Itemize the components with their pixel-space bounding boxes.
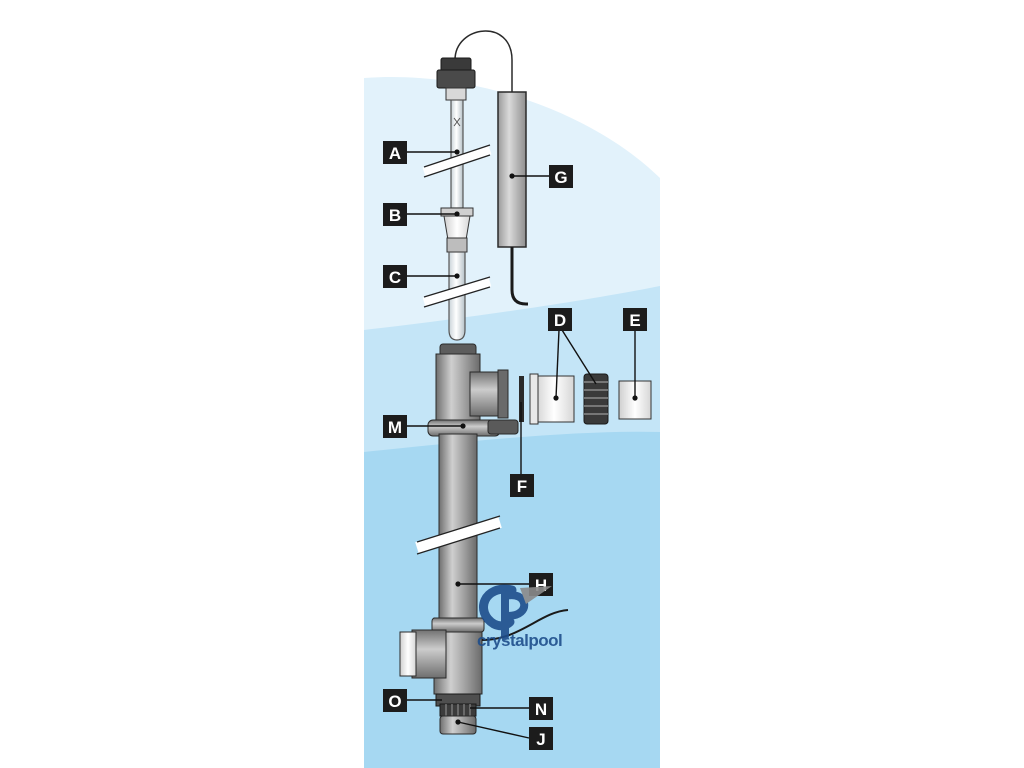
bottom-drain-j	[439, 715, 477, 735]
leader-d2	[561, 329, 597, 385]
label-g-text: G	[554, 168, 567, 187]
upper-outlet-ring	[497, 369, 509, 419]
dot-g	[509, 173, 515, 179]
union-nut	[583, 373, 609, 425]
chamber-cut-break	[415, 515, 502, 555]
dot-d	[553, 395, 559, 401]
dot-h	[455, 581, 461, 587]
label-f: F	[510, 474, 534, 497]
label-m-text: M	[388, 418, 402, 437]
cap-grip	[436, 69, 476, 89]
part-f-gasket	[519, 376, 524, 422]
label-g: G	[549, 165, 573, 188]
part-d-union	[529, 373, 609, 425]
dot-b	[454, 211, 460, 217]
label-n-text: N	[535, 700, 547, 719]
nut-body	[443, 215, 471, 241]
leader-d1	[555, 329, 560, 399]
dot-j	[455, 719, 461, 725]
lower-clamp	[431, 617, 485, 633]
leader-lines	[406, 149, 638, 739]
part-g-ballast	[454, 30, 528, 306]
label-o-text: O	[388, 692, 401, 711]
ballast-cable	[510, 247, 528, 306]
lower-inlet-white	[399, 631, 417, 677]
label-b-text: B	[389, 206, 401, 225]
sleeve-cut-break	[422, 276, 492, 308]
logo-wordmark: crystalpool	[477, 631, 562, 650]
label-c: C	[383, 265, 407, 288]
crystalpool-logo: crystalpool	[477, 584, 563, 650]
label-d: D	[548, 308, 572, 331]
label-c-text: C	[389, 268, 401, 287]
label-m: M	[383, 415, 407, 438]
union-tail-lip	[529, 373, 539, 425]
cap-base	[445, 87, 467, 101]
cp-monogram-icon	[479, 584, 552, 640]
lamp-filament	[453, 117, 461, 127]
label-b: B	[383, 203, 407, 226]
bottom-nut-n	[439, 703, 477, 717]
clamp-foot	[487, 419, 519, 435]
label-e: E	[623, 308, 647, 331]
dot-a	[454, 149, 460, 155]
dot-e	[632, 395, 638, 401]
part-h-chamber	[399, 343, 569, 735]
dot-m	[460, 423, 466, 429]
label-f-text: F	[517, 477, 527, 496]
ballast-body	[497, 91, 527, 248]
leader-j	[457, 721, 530, 739]
label-e-text: E	[629, 311, 640, 330]
label-o: O	[383, 689, 407, 712]
label-j: J	[529, 727, 553, 750]
label-a: A	[383, 141, 407, 164]
label-d-text: D	[554, 311, 566, 330]
lamp-cut-break	[422, 144, 492, 178]
part-c-quartz-sleeve	[422, 237, 492, 341]
power-cable	[454, 30, 513, 95]
label-n: N	[529, 697, 553, 720]
label-j-text: J	[536, 730, 545, 749]
lamp-connector-cap	[436, 57, 476, 101]
sensor-wire	[481, 609, 569, 641]
lower-inlet	[411, 629, 447, 679]
dot-c	[454, 273, 460, 279]
sleeve-collar	[446, 237, 468, 253]
label-a-text: A	[389, 144, 401, 163]
